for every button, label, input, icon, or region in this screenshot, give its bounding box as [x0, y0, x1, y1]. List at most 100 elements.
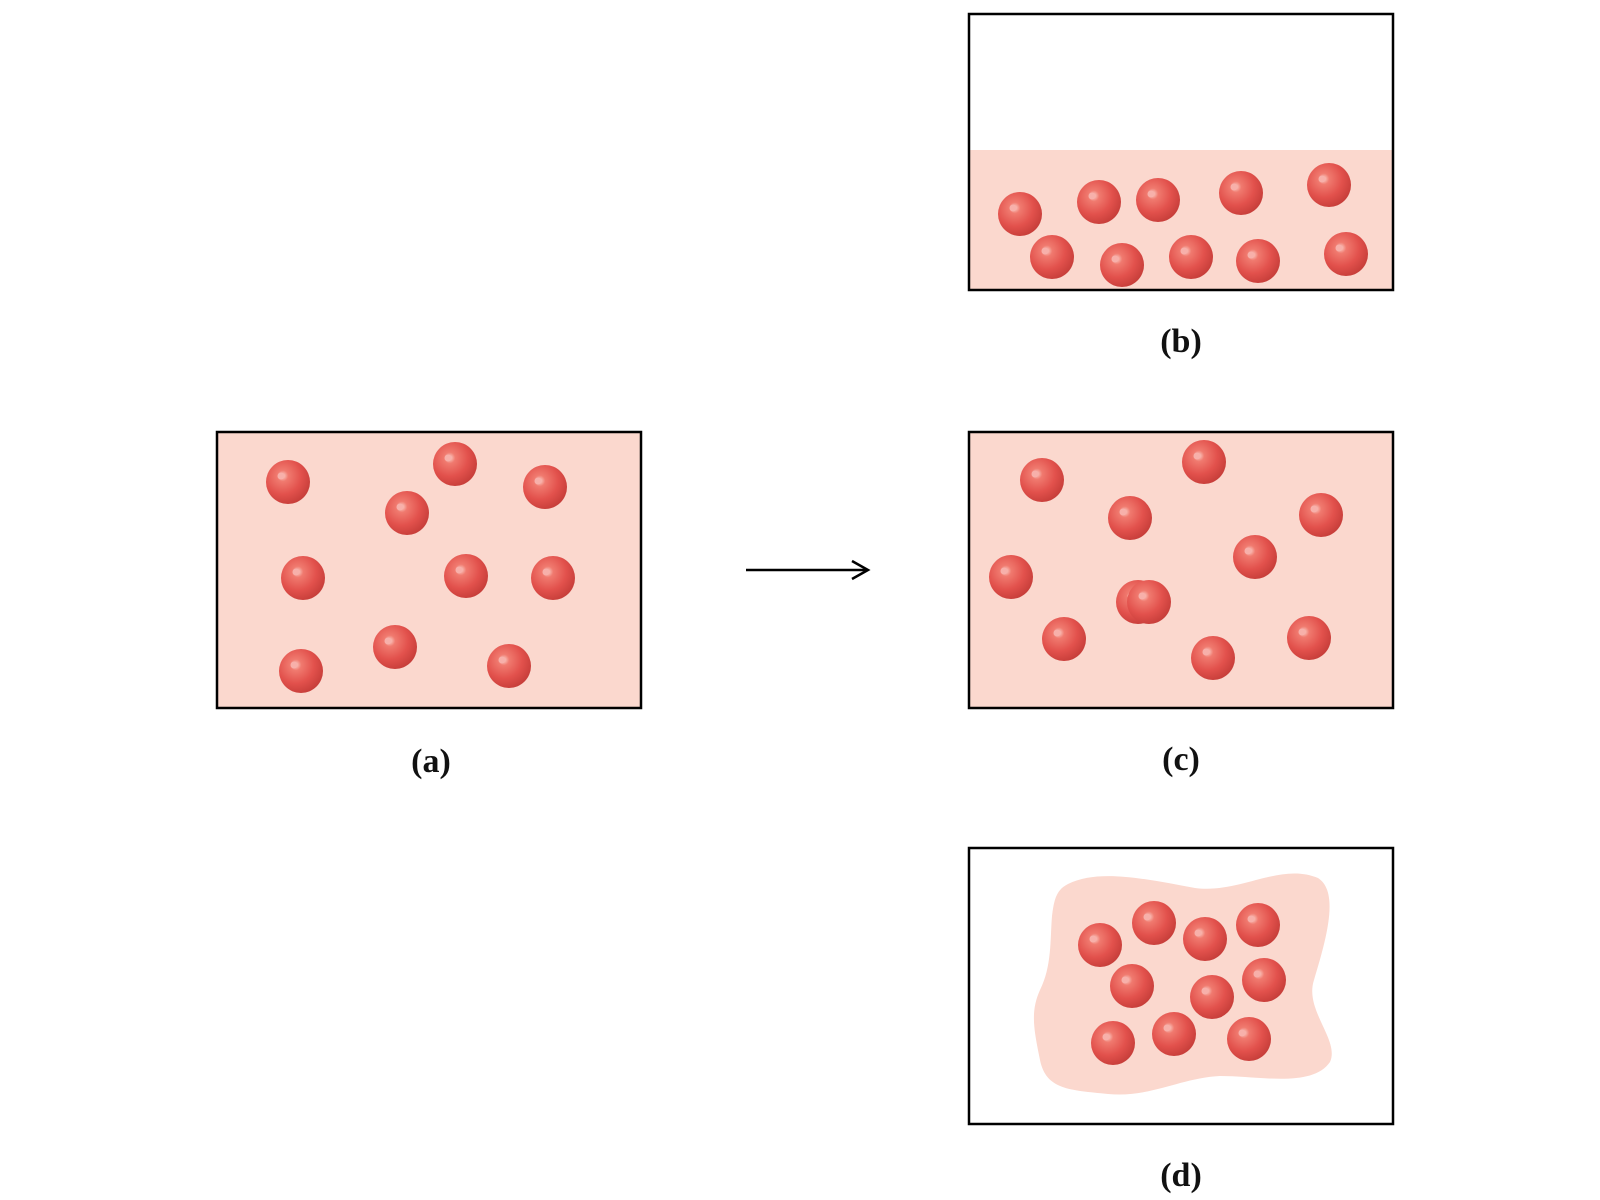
particle-highlight — [396, 503, 404, 511]
particle — [281, 556, 325, 600]
particle-body — [1100, 243, 1144, 287]
particle — [1132, 901, 1176, 945]
panel-b-box — [967, 12, 1395, 292]
particle-highlight — [498, 656, 506, 664]
particle-body — [1190, 975, 1234, 1019]
particle-body — [989, 555, 1033, 599]
particle-body — [531, 556, 575, 600]
particle-highlight — [1053, 629, 1061, 637]
particle — [1127, 580, 1171, 624]
particle-highlight — [1089, 935, 1097, 943]
particle-body — [433, 442, 477, 486]
particle-body — [523, 465, 567, 509]
particle-body — [1233, 535, 1277, 579]
particle — [1307, 163, 1351, 207]
panel-d-label: (d) — [1160, 1157, 1202, 1194]
particle — [444, 554, 488, 598]
particle-body — [1077, 180, 1121, 224]
panel-b: (b) — [967, 12, 1395, 360]
particle — [1091, 1021, 1135, 1065]
particle-highlight — [1230, 183, 1238, 191]
particle-highlight — [1310, 505, 1318, 513]
particle — [1299, 493, 1343, 537]
particle — [1227, 1017, 1271, 1061]
particle-highlight — [1163, 1024, 1171, 1032]
particle — [1233, 535, 1277, 579]
particle-body — [1324, 232, 1368, 276]
particle — [433, 442, 477, 486]
particle-body — [1299, 493, 1343, 537]
particle-highlight — [1298, 628, 1306, 636]
arrow-head — [851, 559, 871, 581]
particle-highlight — [1119, 508, 1127, 516]
particle — [1078, 923, 1122, 967]
particle-highlight — [1180, 247, 1188, 255]
particle — [385, 491, 429, 535]
panel-a-particles — [266, 442, 575, 693]
particle-highlight — [1244, 547, 1252, 555]
particle-body — [1169, 235, 1213, 279]
panel-c-label: (c) — [1162, 741, 1200, 778]
particle-highlight — [1247, 915, 1255, 923]
particle-highlight — [1102, 1033, 1110, 1041]
particle-body — [1042, 617, 1086, 661]
particle-body — [279, 649, 323, 693]
particle-highlight — [1238, 1029, 1246, 1037]
particle-body — [385, 491, 429, 535]
particle — [989, 555, 1033, 599]
particle — [1020, 458, 1064, 502]
particle — [266, 460, 310, 504]
particle-body — [266, 460, 310, 504]
particle — [998, 192, 1042, 236]
panel-b-particles — [998, 163, 1368, 287]
particle-highlight — [534, 477, 542, 485]
particle — [1242, 958, 1286, 1002]
particle — [1110, 964, 1154, 1008]
particle-body — [1078, 923, 1122, 967]
particle-body — [373, 625, 417, 669]
particle-highlight — [384, 637, 392, 645]
particle-body — [1110, 964, 1154, 1008]
particle — [1100, 243, 1144, 287]
panel-b-label: (b) — [1160, 323, 1202, 360]
particle-body — [444, 554, 488, 598]
particle-highlight — [1041, 247, 1049, 255]
particle — [1108, 496, 1152, 540]
particle-highlight — [1253, 970, 1261, 978]
particle-highlight — [1138, 592, 1146, 600]
particle-highlight — [1121, 976, 1129, 984]
particle — [1030, 235, 1074, 279]
particle — [1136, 178, 1180, 222]
particle-body — [1127, 580, 1171, 624]
transition-arrow — [746, 559, 871, 581]
particle-body — [1020, 458, 1064, 502]
particle — [1190, 975, 1234, 1019]
particle-highlight — [1143, 913, 1151, 921]
particle-body — [1287, 616, 1331, 660]
particle-highlight — [277, 472, 285, 480]
particle-highlight — [1147, 190, 1155, 198]
particle-body — [1136, 178, 1180, 222]
particle-highlight — [542, 568, 550, 576]
particle-body — [1030, 235, 1074, 279]
particle-body — [1227, 1017, 1271, 1061]
particle-highlight — [1193, 452, 1201, 460]
particle-body — [1182, 440, 1226, 484]
panel-a-label: (a) — [411, 743, 451, 780]
panel-d-particles — [1078, 901, 1286, 1065]
particle-highlight — [1088, 192, 1096, 200]
particle-highlight — [444, 454, 452, 462]
particle-highlight — [1031, 470, 1039, 478]
particle-highlight — [1201, 987, 1209, 995]
particle — [1191, 636, 1235, 680]
particle-body — [1152, 1012, 1196, 1056]
particle-highlight — [1009, 204, 1017, 212]
panel-d-blob — [1033, 873, 1332, 1095]
particle-body — [281, 556, 325, 600]
particle — [1042, 617, 1086, 661]
particle — [279, 649, 323, 693]
panel-c: (c) — [967, 430, 1395, 778]
particle-body — [1236, 239, 1280, 283]
particle-body — [1307, 163, 1351, 207]
